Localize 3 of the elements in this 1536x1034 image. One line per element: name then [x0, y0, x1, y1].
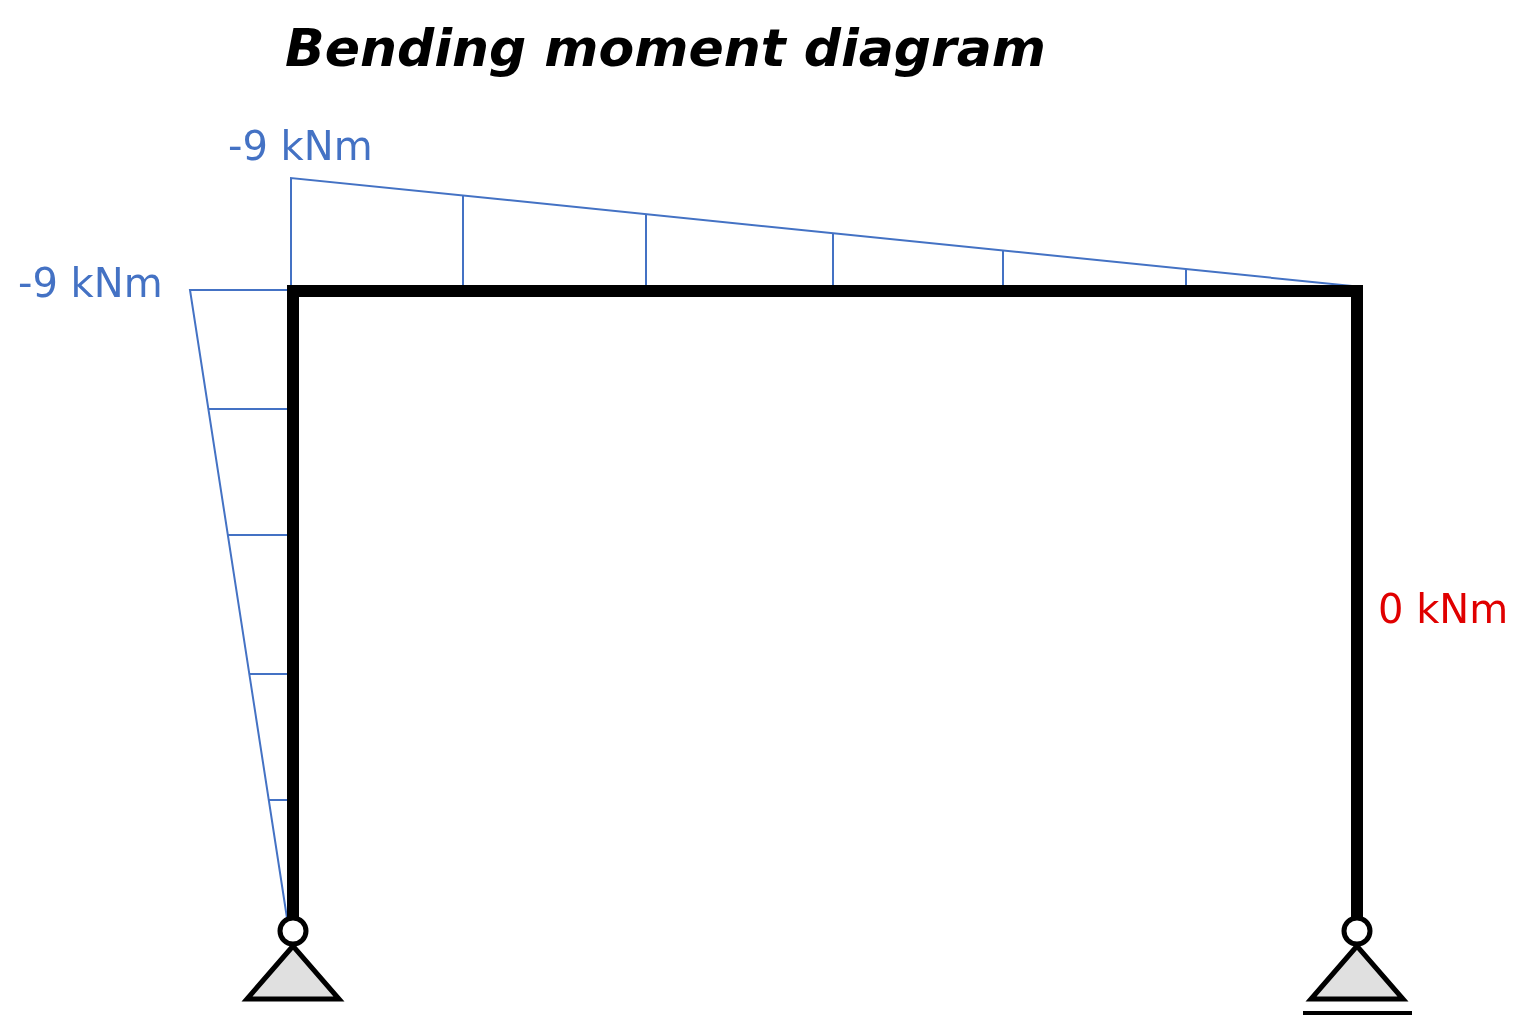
moment-value-label: 0 kNm — [1378, 589, 1509, 629]
moment-value-label: -9 kNm — [228, 126, 373, 166]
moment-value-label: -9 kNm — [18, 263, 163, 303]
